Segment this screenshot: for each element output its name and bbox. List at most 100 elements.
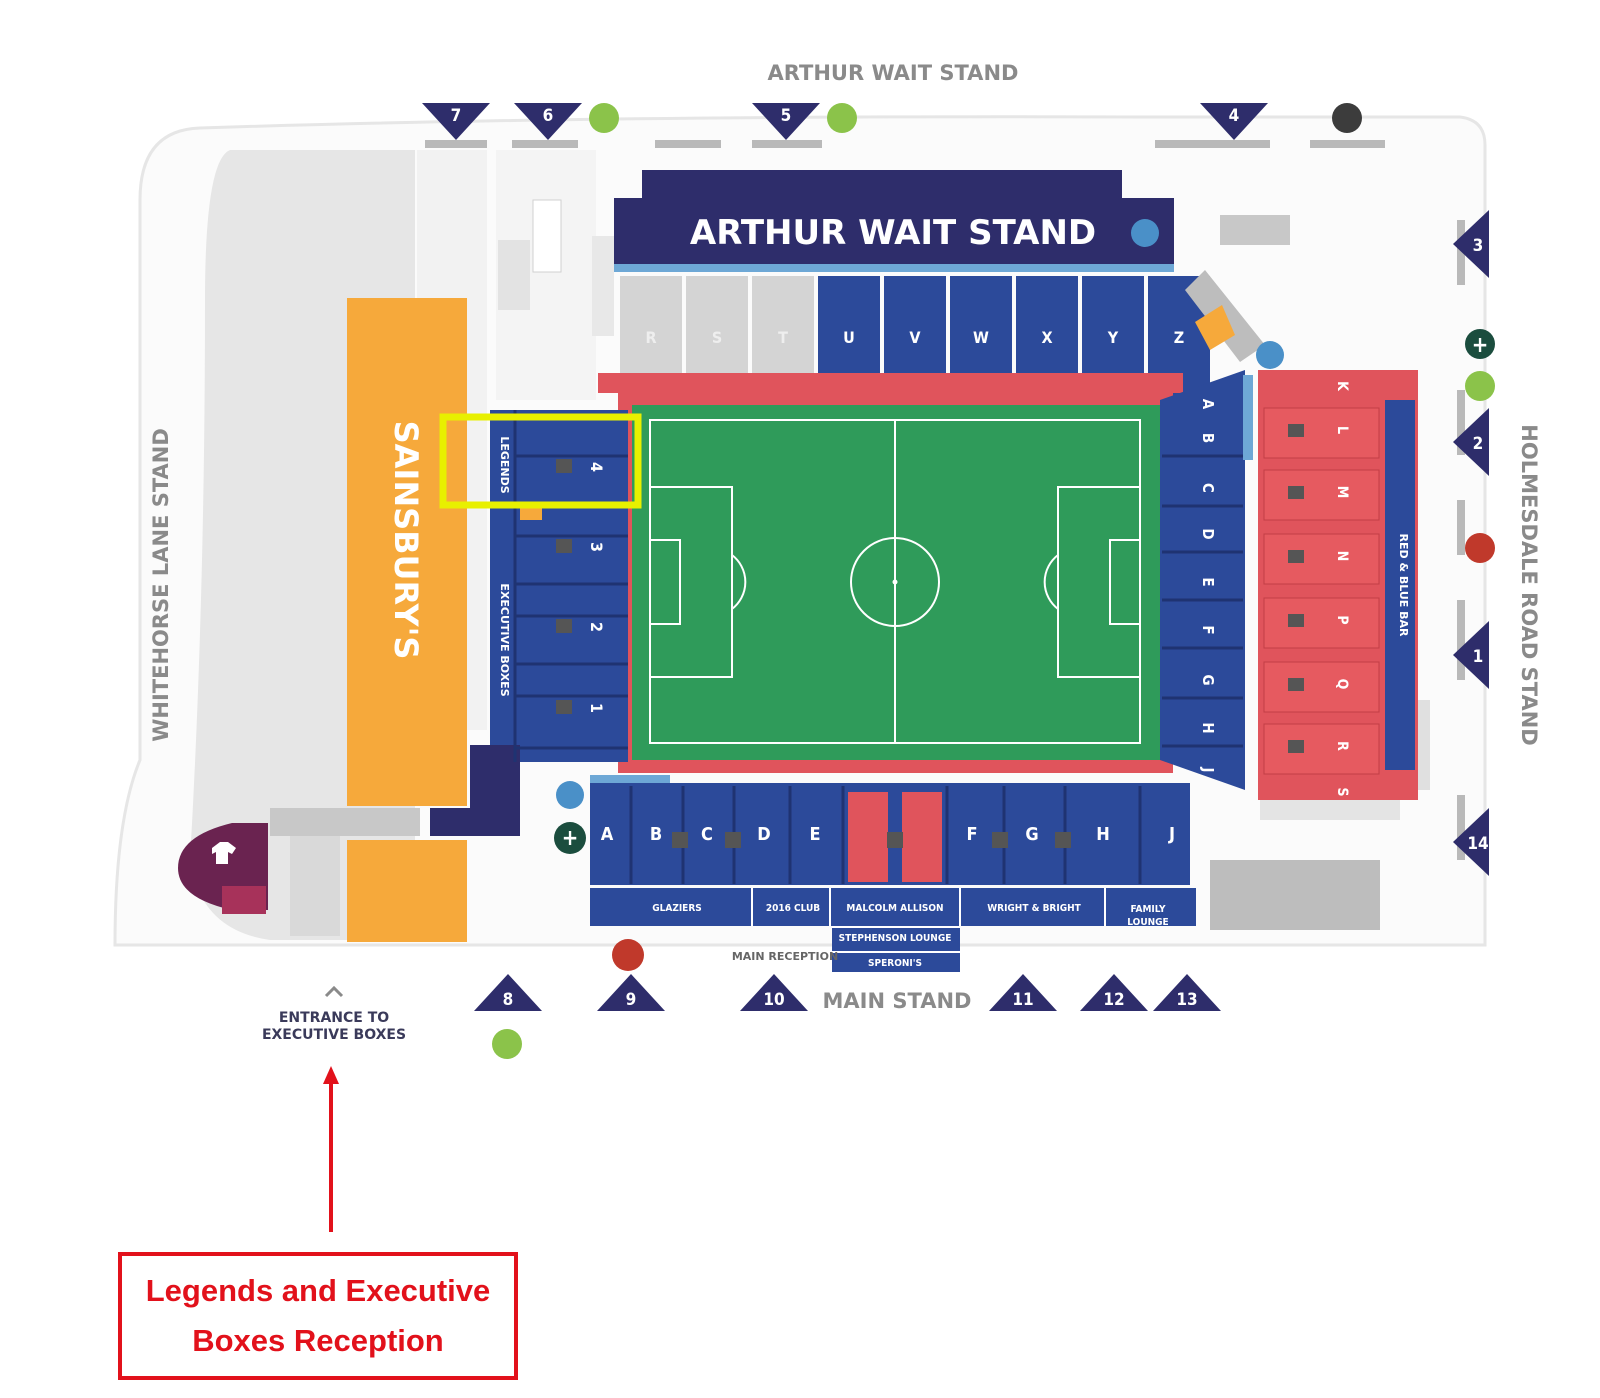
box-icon <box>556 459 572 473</box>
gate-number: 2 <box>1473 434 1484 454</box>
main-reception-label: MAIN RECEPTION <box>732 950 838 963</box>
box-icon <box>1288 424 1304 437</box>
box-icon <box>672 832 688 848</box>
gate-number: 9 <box>626 990 637 1010</box>
gate-number: 7 <box>451 106 462 126</box>
box-icon <box>556 619 572 633</box>
gate-number: 3 <box>1473 236 1484 256</box>
lounge-label: SPERONI'S <box>868 958 922 969</box>
accessible-icon <box>1131 219 1159 247</box>
block-label: P <box>1334 615 1350 624</box>
chevron-up-icon <box>324 985 344 998</box>
block-label: Q <box>1334 679 1350 690</box>
executive-box-number: 3 <box>587 542 606 552</box>
main-stand-block[interactable]: E <box>809 824 820 845</box>
block-label: M <box>1334 486 1350 499</box>
gate-number: 1 <box>1473 647 1484 667</box>
ticket-icon <box>612 939 644 971</box>
lounge-label: LOUNGE <box>1127 917 1168 928</box>
executive-box-number: 2 <box>587 622 606 632</box>
block-label: L <box>1334 426 1350 434</box>
main-stand-block[interactable]: D <box>757 824 770 845</box>
box-icon <box>556 539 572 553</box>
holmesdale-inner-block[interactable]: D <box>1199 528 1217 539</box>
arthur-wait-stand-roof <box>614 198 1174 264</box>
holmesdale-outer-block[interactable] <box>1263 533 1380 585</box>
red-blue-bar-label: RED & BLUE BAR <box>1397 533 1410 637</box>
main-stand-block[interactable]: C <box>701 824 713 845</box>
box-icon <box>556 700 572 714</box>
callout-line2: Boxes Reception <box>192 1323 444 1358</box>
block-label: W <box>973 328 989 347</box>
gate-number: 13 <box>1176 990 1197 1010</box>
holmesdale-outer-block[interactable] <box>1263 469 1380 521</box>
entrance-label-line1: ENTRANCE TO <box>279 1010 389 1026</box>
whitehorse-lane-label: WHITEHORSE LANE STAND <box>149 428 173 742</box>
holmesdale-outer-block[interactable] <box>1263 723 1380 775</box>
main-stand-block[interactable]: B <box>650 824 662 845</box>
main-stand-block[interactable]: H <box>1096 824 1110 845</box>
gate-9-marker <box>597 974 665 1011</box>
entrance-label-line2: EXECUTIVE BOXES <box>262 1027 406 1043</box>
arthur-wait-banner: ARTHUR WAIT STAND <box>690 213 1096 253</box>
holmesdale-outer-block[interactable] <box>1263 597 1380 649</box>
block-label: R <box>645 328 656 347</box>
svg-text:+: + <box>1472 333 1489 358</box>
holmesdale-inner-block[interactable]: C <box>1199 483 1217 493</box>
svg-text:+: + <box>562 826 579 851</box>
box-icon <box>1288 486 1304 499</box>
gate-number: 5 <box>781 106 792 126</box>
gate-6-marker <box>514 103 582 140</box>
lounge-label: FAMILY <box>1131 904 1166 915</box>
gate-number: 4 <box>1229 106 1240 126</box>
holmesdale-outer-block[interactable] <box>1263 407 1380 459</box>
first-aid-icon <box>554 822 586 854</box>
executive-boxes-label: EXECUTIVE BOXES <box>498 583 511 696</box>
holmesdale-inner-block[interactable]: A <box>1199 399 1217 410</box>
holmesdale-inner-block[interactable]: F <box>1199 625 1217 634</box>
holmesdale-inner-block[interactable]: G <box>1199 674 1217 685</box>
block-label: K <box>1334 381 1350 392</box>
main-stand-block[interactable]: G <box>1025 824 1038 845</box>
accessible-icon <box>556 781 584 809</box>
gate-5-marker <box>752 103 820 140</box>
executive-box-number: 1 <box>587 703 606 713</box>
block-label: U <box>843 328 855 347</box>
main-stand-block[interactable]: J <box>1168 824 1175 845</box>
first-aid-icon <box>1465 329 1495 359</box>
gate-7-marker <box>422 103 490 140</box>
block-label: T <box>778 328 788 347</box>
gate-number: 10 <box>763 990 784 1010</box>
accessible-icon <box>1256 341 1284 369</box>
block-label: S <box>1334 787 1350 796</box>
block-label: Z <box>1174 328 1184 347</box>
main-stand-block[interactable]: F <box>966 824 977 845</box>
block-label: N <box>1334 551 1350 562</box>
gate-2-marker <box>1453 408 1489 476</box>
holmesdale-inner-block[interactable]: B <box>1199 433 1217 443</box>
holmesdale-inner-block[interactable]: E <box>1199 577 1217 586</box>
gate-4-marker <box>1200 103 1268 140</box>
block-label: R <box>1334 741 1350 751</box>
box-icon <box>1288 678 1304 691</box>
accessible-icon <box>492 1029 522 1059</box>
box-icon <box>1288 614 1304 627</box>
holmesdale-road-label: HOLMESDALE ROAD STAND <box>1517 424 1541 745</box>
box-icon <box>1055 832 1071 848</box>
holmesdale-outer-block[interactable] <box>1263 661 1380 713</box>
gate-number: 8 <box>503 990 514 1010</box>
gate-11-marker <box>989 974 1057 1011</box>
main-stand-block[interactable]: A <box>601 824 614 845</box>
gate-13-marker <box>1153 974 1221 1011</box>
gate-3-marker <box>1453 210 1489 278</box>
gate-8-marker <box>474 974 542 1011</box>
holmesdale-inner-block[interactable]: H <box>1199 722 1217 733</box>
gate-number: 14 <box>1467 834 1488 854</box>
accessible-icon <box>589 103 619 133</box>
red-blue-bar <box>1385 400 1415 770</box>
gate-1-marker <box>1453 621 1489 689</box>
ticket-office <box>222 886 266 914</box>
accessible-icon <box>827 103 857 133</box>
holmesdale-inner-block[interactable]: J <box>1199 766 1217 772</box>
lounge-label: GLAZIERS <box>652 903 702 914</box>
